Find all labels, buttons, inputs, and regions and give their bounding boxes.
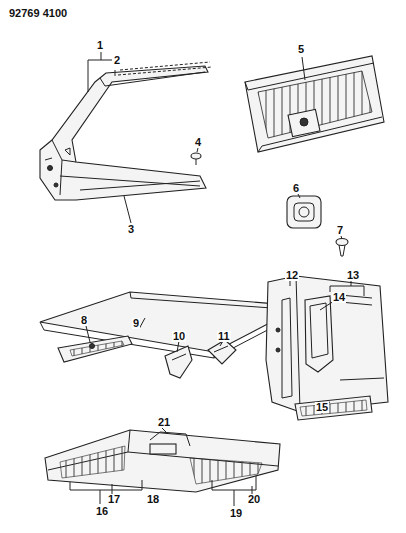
callout-number: 18 [146, 494, 160, 505]
callout-number: 7 [336, 225, 344, 236]
roof-bow-rear [208, 340, 236, 364]
back-panel [245, 56, 384, 152]
callout-number: 14 [332, 292, 346, 303]
callout-number: 10 [172, 331, 186, 342]
drawing-number: 92769 4100 [8, 8, 68, 19]
callout-number: 16 [95, 506, 109, 517]
callout-number: 4 [194, 137, 202, 148]
leader-lines [70, 52, 364, 506]
roof-bow-center [165, 346, 192, 378]
roof-panel [40, 292, 302, 358]
callout-number: 19 [229, 508, 243, 519]
callout-number: 17 [107, 494, 121, 505]
callout-number: 5 [297, 44, 305, 55]
fuel-filler-housing [287, 196, 321, 228]
rear-side-panel [266, 276, 388, 420]
callout-number: 2 [113, 55, 121, 66]
callout-number: 3 [127, 224, 135, 235]
callout-number: 20 [247, 494, 261, 505]
callout-number: 13 [346, 270, 360, 281]
pillar-rocker-assembly [40, 62, 212, 200]
callout-number: 15 [315, 402, 329, 413]
callout-number: 1 [96, 40, 104, 51]
callout-number: 9 [132, 318, 140, 329]
callout-number: 12 [285, 270, 299, 281]
screw [336, 239, 348, 257]
callout-number: 6 [292, 183, 300, 194]
clip [191, 153, 201, 165]
floor-pan [45, 430, 280, 492]
callout-number: 21 [157, 417, 171, 428]
callout-number: 11 [217, 331, 231, 342]
roof-bow-front [58, 336, 132, 362]
callout-number: 8 [80, 315, 88, 326]
